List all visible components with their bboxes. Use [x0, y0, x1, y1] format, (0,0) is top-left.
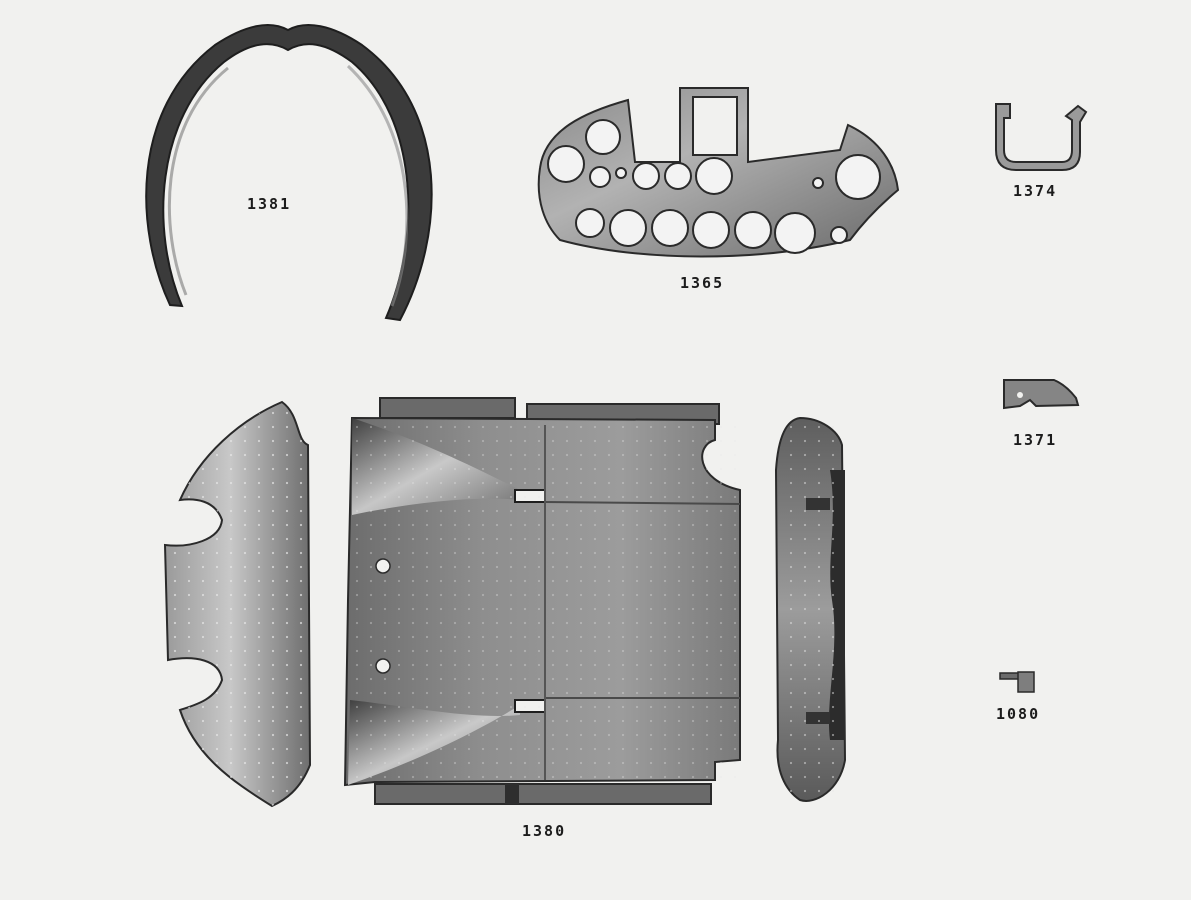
part-label-1080: 1080	[996, 705, 1041, 723]
part-1365-instrument-panel	[537, 87, 900, 258]
part-1080-clip	[999, 671, 1035, 693]
part-label-1365: 1365	[680, 274, 725, 292]
part-label-1381: 1381	[247, 195, 292, 213]
part-1380-left-panel	[163, 400, 312, 808]
part-1374-bracket	[995, 103, 1088, 171]
part-1380-right-panel	[774, 416, 847, 804]
part-label-1374: 1374	[1013, 182, 1058, 200]
part-1380-floor-panel	[343, 397, 741, 805]
part-label-1371: 1371	[1013, 431, 1058, 449]
part-1381-rim	[145, 24, 433, 322]
part-1371-plate	[1003, 379, 1080, 410]
part-label-1380: 1380	[522, 822, 567, 840]
